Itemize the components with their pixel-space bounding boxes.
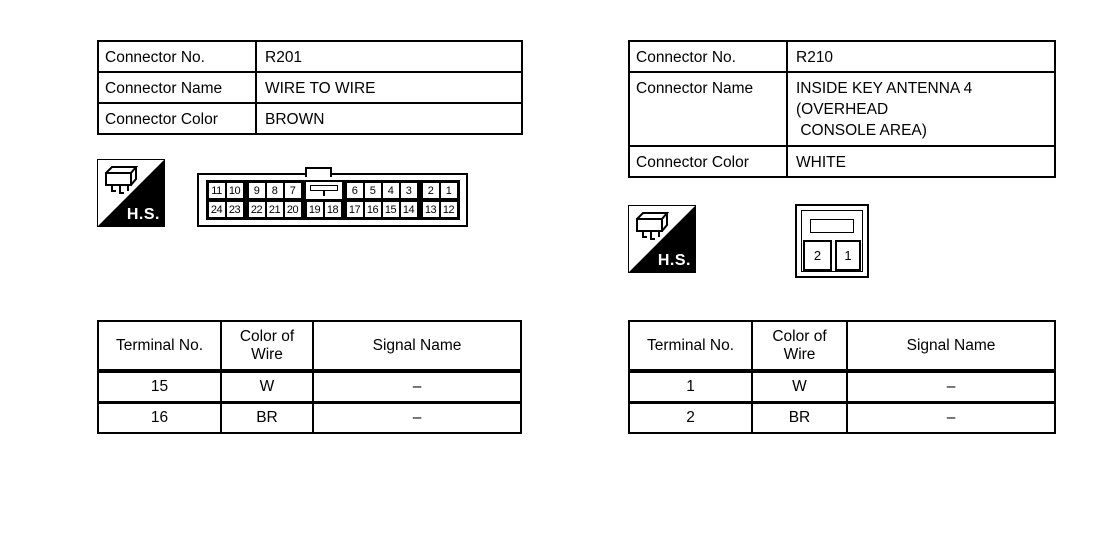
- info-value-connector-name: WIRE TO WIRE: [255, 71, 523, 104]
- info-value-connector-color: WHITE: [786, 145, 1056, 178]
- pin-row-bottom: 24 23 22 21 20 19 18 17 16 15 14: [205, 199, 460, 220]
- header-wire-color: Color of Wire: [220, 320, 314, 373]
- terminal-table-r201: Terminal No. Color of Wire Signal Name 1…: [97, 320, 522, 434]
- connector-glyph-icon: [105, 166, 139, 194]
- pin-cell: 24: [207, 201, 226, 218]
- pin-block: 24 23: [205, 199, 246, 220]
- info-row: Connector Name WIRE TO WIRE: [97, 71, 523, 104]
- pin-block: 22 21 20: [245, 199, 304, 220]
- pin-grid: 11 10 9 8 7 6 5 4 3: [199, 180, 466, 220]
- info-row: Connector Color WHITE: [628, 145, 1056, 178]
- info-label-connector-name: Connector Name: [97, 71, 257, 104]
- terminal-table-r210: Terminal No. Color of Wire Signal Name 1…: [628, 320, 1056, 434]
- pin-cell: 18: [323, 201, 342, 218]
- keyway-slot: [810, 219, 854, 233]
- terminal-row: 2 BR –: [628, 400, 1056, 434]
- hs-inspection-icon: H.S.: [97, 159, 165, 227]
- pin-block: 6 5 4 3: [343, 180, 420, 201]
- connector-drawing-2pin: 2 1: [795, 204, 869, 278]
- pin-cell: 6: [345, 182, 364, 199]
- pin-cell: 19: [305, 201, 324, 218]
- signal-name-cell: –: [846, 370, 1056, 403]
- pin-block: 9 8 7: [245, 180, 304, 201]
- info-value-connector-no: R201: [255, 40, 523, 73]
- connector-glyph-icon: [636, 212, 670, 240]
- pin-block: 2 1: [419, 180, 460, 201]
- pin-cell: 3: [399, 182, 418, 199]
- pin-cell: 9: [247, 182, 266, 199]
- terminal-header-row: Terminal No. Color of Wire Signal Name: [97, 320, 522, 373]
- pin-cell: 12: [439, 201, 458, 218]
- info-row: Connector No. R210: [628, 40, 1056, 73]
- pin-cell: 16: [363, 201, 382, 218]
- pin-row: 2 1: [802, 240, 862, 271]
- wire-color-cell: BR: [220, 400, 314, 434]
- terminal-no-cell: 2: [628, 400, 753, 434]
- info-label-connector-no: Connector No.: [97, 40, 257, 73]
- info-value-connector-color: BROWN: [255, 102, 523, 135]
- connector-drawing-24pin: 11 10 9 8 7 6 5 4 3: [197, 167, 468, 227]
- keyway-tick: [322, 191, 325, 196]
- pin-cell: 23: [225, 201, 244, 218]
- pin-cell: 5: [363, 182, 382, 199]
- pin-block: 11 10: [205, 180, 246, 201]
- terminal-row: 15 W –: [97, 370, 522, 403]
- terminal-row: 1 W –: [628, 370, 1056, 403]
- pin-cell: 1: [835, 240, 861, 271]
- keyway-slot: [309, 185, 338, 191]
- pin-cell: 20: [283, 201, 302, 218]
- signal-name-cell: –: [312, 370, 522, 403]
- hs-label: H.S.: [657, 252, 691, 269]
- pin-cell: 11: [207, 182, 226, 199]
- header-terminal-no: Terminal No.: [97, 320, 222, 373]
- connector-inner-housing: 2 1: [801, 210, 863, 272]
- pin-block: 17 16 15 14: [343, 199, 420, 220]
- wire-color-cell: BR: [751, 400, 848, 434]
- terminal-no-cell: 15: [97, 370, 222, 403]
- pin-cell: 4: [381, 182, 400, 199]
- info-label-connector-name: Connector Name: [628, 71, 788, 147]
- pin-cell: 7: [283, 182, 302, 199]
- hs-label: H.S.: [126, 206, 160, 223]
- info-value-connector-name: INSIDE KEY ANTENNA 4 (OVERHEAD CONSOLE A…: [786, 71, 1056, 147]
- terminal-no-cell: 1: [628, 370, 753, 403]
- wire-color-cell: W: [220, 370, 314, 403]
- terminal-row: 16 BR –: [97, 400, 522, 434]
- header-signal-name: Signal Name: [312, 320, 522, 373]
- info-label-connector-color: Connector Color: [97, 102, 257, 135]
- info-label-connector-color: Connector Color: [628, 145, 788, 178]
- pin-cell: 2: [421, 182, 440, 199]
- terminal-header-row: Terminal No. Color of Wire Signal Name: [628, 320, 1056, 373]
- pin-row-top: 11 10 9 8 7 6 5 4 3: [205, 180, 460, 201]
- pin-cell: 8: [265, 182, 284, 199]
- connector-info-table-r210: Connector No. R210 Connector Name INSIDE…: [628, 40, 1056, 178]
- pin-cell: 14: [399, 201, 418, 218]
- info-label-connector-no: Connector No.: [628, 40, 788, 73]
- signal-name-cell: –: [846, 400, 1056, 434]
- pin-cell: 17: [345, 201, 364, 218]
- pin-cell: 15: [381, 201, 400, 218]
- signal-name-cell: –: [312, 400, 522, 434]
- pin-cell: 22: [247, 201, 266, 218]
- info-row: Connector Name INSIDE KEY ANTENNA 4 (OVE…: [628, 71, 1056, 147]
- terminal-no-cell: 16: [97, 400, 222, 434]
- header-signal-name: Signal Name: [846, 320, 1056, 373]
- info-row: Connector No. R201: [97, 40, 523, 73]
- connector-info-table-r201: Connector No. R201 Connector Name WIRE T…: [97, 40, 523, 135]
- pin-cell: 2: [803, 240, 832, 271]
- pin-block: 19 18: [303, 199, 344, 220]
- keyway-slot-block: [303, 180, 344, 201]
- pin-cell: 13: [421, 201, 440, 218]
- hs-inspection-icon: H.S.: [628, 205, 696, 273]
- info-value-connector-no: R210: [786, 40, 1056, 73]
- header-terminal-no: Terminal No.: [628, 320, 753, 373]
- pin-cell: 21: [265, 201, 284, 218]
- pin-block: 13 12: [419, 199, 460, 220]
- header-wire-color: Color of Wire: [751, 320, 848, 373]
- wire-color-cell: W: [751, 370, 848, 403]
- pin-cell: 10: [225, 182, 244, 199]
- connector-latch-tab: [305, 167, 332, 177]
- pin-cell: 1: [439, 182, 458, 199]
- info-row: Connector Color BROWN: [97, 102, 523, 135]
